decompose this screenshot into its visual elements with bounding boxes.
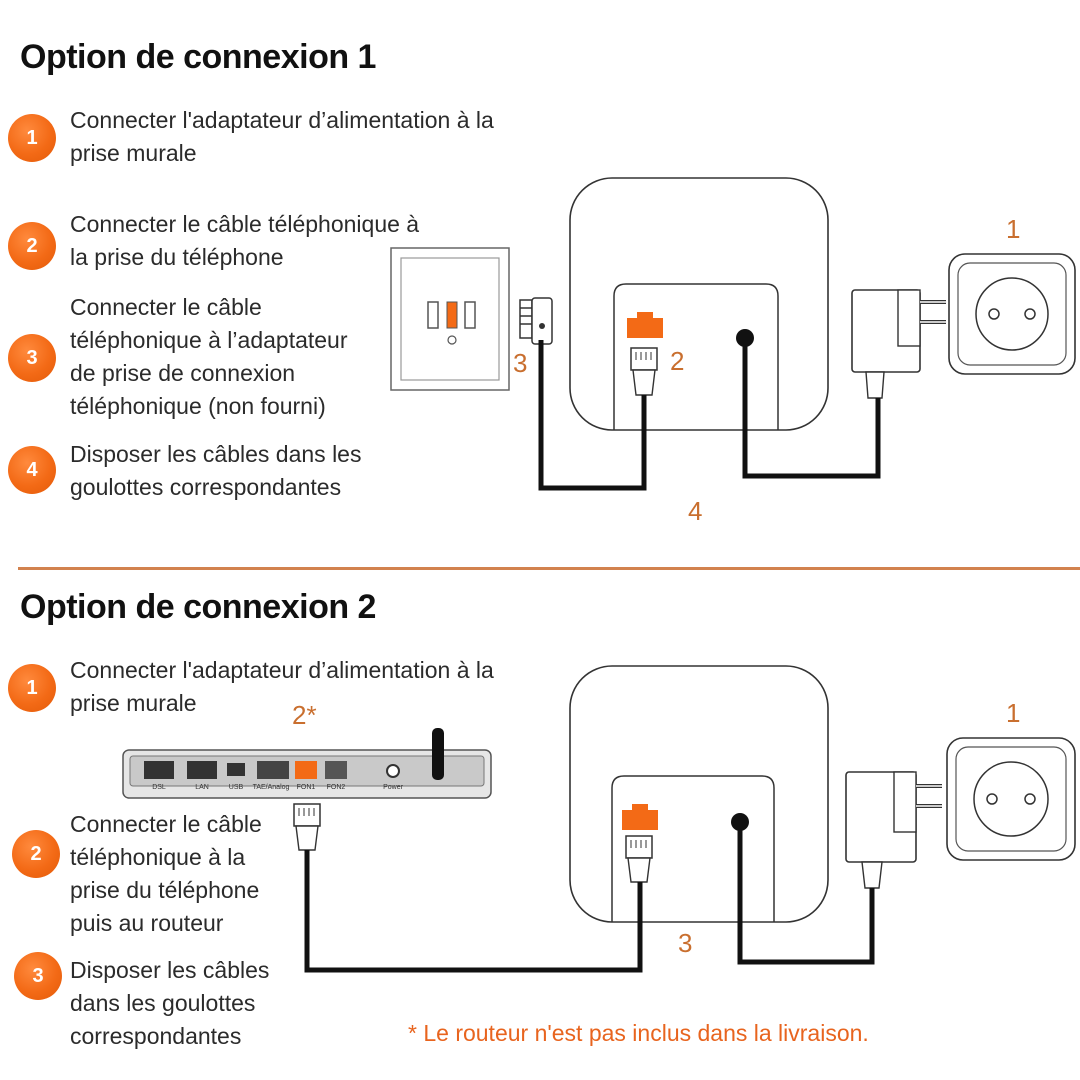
- step-badge: 2: [8, 222, 56, 270]
- step-text: Connecter le câble téléphonique à l’adap…: [70, 294, 348, 419]
- wall-phone-jack: [390, 247, 510, 391]
- router-port-labels: DSL LAN USB TAE/Analog FON1 FON2 Power: [152, 784, 403, 791]
- section2-title: Option de connexion 2: [20, 588, 376, 626]
- step-badge: 4: [8, 446, 56, 494]
- rj-plug: [625, 835, 653, 883]
- label-wall-jack: 3: [513, 348, 528, 378]
- base-station: [569, 665, 829, 923]
- label-phone-port: 2: [670, 346, 685, 376]
- router-plug: [293, 803, 321, 851]
- step-badge: 1: [8, 114, 56, 162]
- label-router: 2*: [292, 700, 317, 730]
- phone-plug: [519, 297, 553, 345]
- step-badge: 3: [14, 952, 62, 1000]
- cables: [304, 830, 875, 973]
- router-port-dsl: DSL: [152, 784, 166, 791]
- step-text: Connecter le câble téléphonique à la pri…: [70, 811, 262, 936]
- step-text: Disposer les câbles dans les goulottes c…: [70, 441, 362, 500]
- step-badge: 2: [12, 830, 60, 878]
- label-cables: 4: [688, 496, 703, 526]
- label-cables: 3: [678, 928, 693, 958]
- step-badge: 1: [8, 664, 56, 712]
- section-divider: [18, 567, 1080, 570]
- cables: [538, 340, 881, 491]
- step-text: Connecter le câble téléphonique à la pri…: [70, 211, 420, 270]
- rj-plug: [630, 347, 658, 396]
- router-port-tae: TAE/Analog: [253, 784, 290, 791]
- router-port-power: Power: [383, 784, 404, 791]
- step-badge: 3: [8, 334, 56, 382]
- label-wall-socket: 1: [1006, 698, 1021, 728]
- wall-socket: [946, 737, 1076, 861]
- router-port-usb: USB: [229, 784, 244, 791]
- power-adapter: [845, 771, 942, 889]
- router-port-fon2: FON2: [327, 784, 346, 791]
- label-wall-socket: 1: [1006, 214, 1021, 244]
- router-port-lan: LAN: [195, 784, 209, 791]
- footnote: * Le routeur n'est pas inclus dans la li…: [408, 1020, 869, 1046]
- step-text: Disposer les câbles dans les goulottes c…: [70, 957, 270, 1049]
- power-adapter: [851, 289, 946, 399]
- section1-title: Option de connexion 1: [20, 38, 376, 76]
- router-port-fon1: FON1: [297, 784, 316, 791]
- wall-socket: [948, 253, 1076, 375]
- step-text: Connecter l'adaptateur d’alimentation à …: [70, 107, 494, 166]
- step-text: Connecter l'adaptateur d’alimentation à …: [70, 657, 494, 716]
- router: [122, 728, 492, 799]
